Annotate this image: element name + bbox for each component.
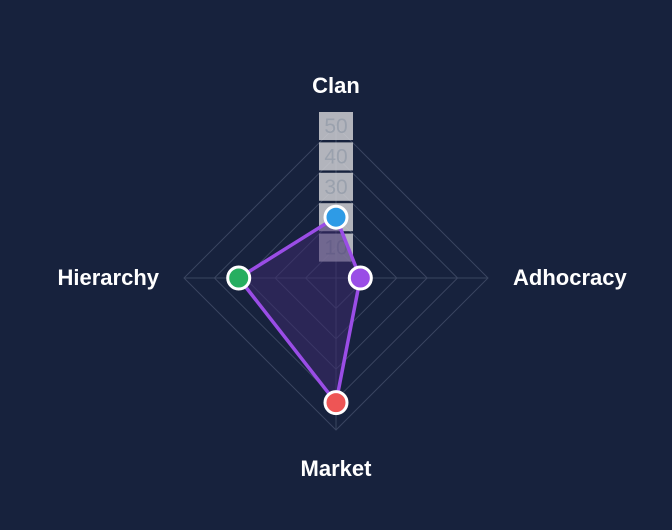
series-polygon	[236, 215, 363, 405]
data-points	[226, 204, 373, 416]
data-point-clan[interactable]	[323, 204, 349, 230]
axis-label-adhocracy: Adhocracy	[513, 265, 627, 290]
axis-label-market: Market	[301, 456, 373, 481]
data-point-market[interactable]	[323, 390, 349, 416]
series	[236, 215, 363, 405]
axis-label-hierarchy: Hierarchy	[57, 265, 159, 290]
tick-label-30: 30	[324, 176, 347, 199]
axis-label-clan: Clan	[312, 73, 360, 98]
data-point-hierarchy[interactable]	[226, 265, 252, 291]
data-point-adhocracy[interactable]	[347, 265, 373, 291]
tick-label-40: 40	[324, 145, 347, 168]
tick-box-40	[319, 142, 353, 171]
tick-label-50: 50	[324, 115, 347, 138]
tick-box-50	[319, 112, 353, 140]
tick-box-30	[319, 172, 353, 201]
